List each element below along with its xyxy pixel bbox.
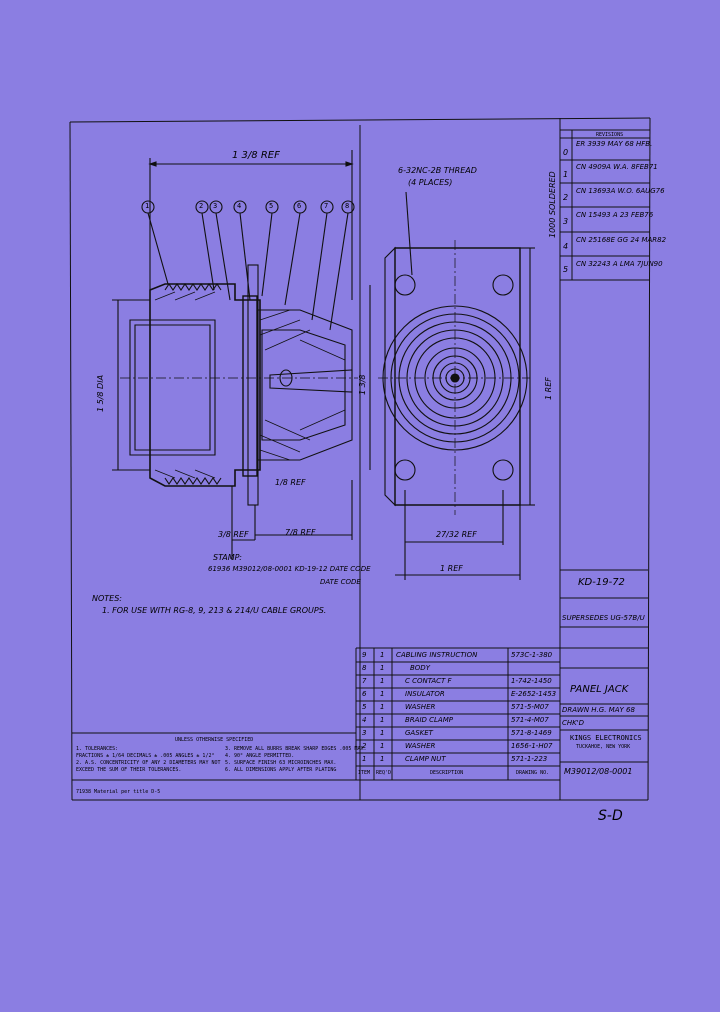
rev-row-5: CN 32243 A LMA 7JUN90 bbox=[576, 260, 663, 268]
rev-row-1: CN 4909A W.A. 8FEB71 bbox=[576, 163, 658, 171]
dim-ref-27-32: 27/32 REF bbox=[436, 530, 477, 539]
bom-item: 3 bbox=[362, 729, 367, 737]
stamp-text: 61936 M39012/08-0001 KD-19-12 DATE CODE bbox=[208, 565, 371, 573]
bom-dwg: 571-8-1469 bbox=[511, 729, 552, 737]
bom-item: 5 bbox=[362, 703, 367, 711]
tolerance-right-3: 5. SURFACE FINISH 63 MICROINCHES MAX. bbox=[225, 760, 337, 766]
bom-desc: CLAMP NUT bbox=[405, 755, 446, 763]
bom-header-desc: DESCRIPTION bbox=[430, 770, 464, 776]
bom-item: 9 bbox=[362, 651, 367, 659]
tolerance-right-1: 3. REMOVE ALL BURRS BREAK SHARP EDGES .0… bbox=[225, 746, 367, 752]
size-code: S-D bbox=[598, 808, 623, 824]
notes-heading: NOTES: bbox=[92, 594, 122, 603]
front-view bbox=[369, 191, 535, 580]
bom-qty: 1 bbox=[380, 664, 385, 672]
bom-dwg: 571-4-M07 bbox=[511, 716, 549, 724]
bom-desc: BRAID CLAMP bbox=[405, 716, 453, 724]
dim-dia-left: 1 5/8 DIA bbox=[96, 374, 105, 412]
rev-sym-3: 3 bbox=[563, 217, 569, 226]
bom-item: 4 bbox=[362, 716, 367, 724]
company-sub: TUCKAHOE, NEW YORK bbox=[576, 744, 631, 750]
bom-item: 7 bbox=[362, 677, 367, 685]
bom-qty: 1 bbox=[380, 755, 385, 763]
tolerance-right-4: 6. ALL DIMENSIONS APPLY AFTER PLATING bbox=[225, 767, 337, 773]
bom-qty: 1 bbox=[380, 677, 385, 685]
rev-row-3: CN 15493 A 23 FEB76 bbox=[576, 211, 654, 219]
rev-sym-4: 4 bbox=[563, 242, 569, 251]
dim-ref-1-8: 1/8 REF bbox=[275, 478, 306, 487]
dim-dia-right: 1 REF bbox=[544, 377, 553, 400]
tolerance-left-3: 2. A.S. CONCENTRICITY OF ANY 2 DIAMETERS… bbox=[76, 760, 221, 766]
callout-1: 1 bbox=[145, 202, 150, 210]
dim-ref-7-8: 7/8 REF bbox=[285, 528, 316, 537]
stamp-date-code: DATE CODE bbox=[320, 578, 361, 586]
bom-qty: 1 bbox=[380, 690, 385, 698]
bom-dwg: 571-1-223 bbox=[511, 755, 548, 763]
bom-desc: BODY bbox=[410, 664, 430, 672]
rev-sym-1: 1 bbox=[563, 170, 569, 179]
bom-desc: C CONTACT F bbox=[405, 677, 452, 685]
revisions-vertical-label: 1000 SOLDERED bbox=[548, 171, 557, 238]
drawing-number: KD-19-72 bbox=[578, 577, 625, 588]
callout-5: 5 bbox=[269, 202, 274, 210]
company-name: KINGS ELECTRONICS bbox=[570, 734, 642, 742]
bom-item: 1 bbox=[362, 755, 367, 763]
bom-qty: 1 bbox=[380, 742, 385, 750]
bom-desc: WASHER bbox=[405, 742, 436, 750]
drawn-by: DRAWN H.G. MAY 68 bbox=[562, 706, 635, 714]
tolerance-left-1: 1. TOLERANCES: bbox=[76, 746, 119, 752]
bom-item: 2 bbox=[362, 742, 367, 750]
dim-ref-bottom: 1 REF bbox=[440, 564, 463, 573]
rev-sym-2: 2 bbox=[563, 193, 569, 202]
thread-places: (4 PLACES) bbox=[408, 178, 453, 187]
bom-qty: 1 bbox=[380, 651, 385, 659]
bom-desc: GASKET bbox=[405, 729, 433, 737]
bom-item: 6 bbox=[362, 690, 367, 698]
drawing-title: PANEL JACK bbox=[570, 684, 629, 695]
bom-header-qty: REQ'D bbox=[376, 770, 392, 776]
checked-by: CHK'D bbox=[562, 719, 585, 727]
revisions-title: REVISIONS bbox=[596, 132, 624, 138]
dim-ref-3-8: 3/8 REF bbox=[218, 530, 249, 539]
tolerance-heading: UNLESS OTHERWISE SPECIFIED bbox=[175, 737, 254, 743]
callout-8: 8 bbox=[345, 202, 350, 210]
bom-dwg: 573C-1-380 bbox=[511, 651, 553, 659]
bom-dwg: 1656-1-H07 bbox=[511, 742, 553, 750]
thread-note: 6-32NC-2B THREAD bbox=[398, 166, 477, 175]
bom-header-dwg: DRAWING NO. bbox=[516, 770, 550, 776]
bom-qty: 1 bbox=[380, 703, 385, 711]
part-number: M39012/08-0001 bbox=[564, 767, 633, 776]
stamp-label: STAMP: bbox=[213, 553, 242, 562]
bom-dwg: E-2652-1453 bbox=[511, 690, 557, 698]
rev-row-0: ER 3939 MAY 68 HFB. bbox=[576, 140, 653, 148]
callout-7: 7 bbox=[324, 202, 329, 210]
tolerance-right-2: 4. 90° ANGLE PERMITTED. bbox=[225, 753, 295, 759]
callout-2: 2 bbox=[199, 202, 204, 210]
callout-4: 4 bbox=[237, 202, 242, 210]
bom-desc: WASHER bbox=[405, 703, 436, 711]
rev-row-4: CN 25168E GG 24 MAR82 bbox=[576, 236, 667, 244]
side-view bbox=[112, 150, 358, 560]
bom-desc: CABLING INSTRUCTION bbox=[396, 651, 478, 659]
bom-header-item: ITEM bbox=[358, 770, 371, 776]
tolerance-left-2: FRACTIONS ± 1/64 DECIMALS ± .005 ANGLES … bbox=[76, 753, 215, 759]
bom-dwg: 571-5-M07 bbox=[511, 703, 549, 711]
dim-overall-ref: 1 3/8 REF bbox=[232, 150, 280, 161]
bom-item: 8 bbox=[362, 664, 367, 672]
tolerance-left-4: EXCEED THE SUM OF THEIR TOLERANCES. bbox=[76, 767, 182, 773]
rev-sym-5: 5 bbox=[563, 265, 569, 274]
bom-qty: 1 bbox=[380, 716, 385, 724]
bom-dwg: 1-742-1450 bbox=[511, 677, 552, 685]
bom-desc: INSULATOR bbox=[405, 690, 445, 698]
supersedes: SUPERSEDES UG-57B/U bbox=[562, 614, 645, 622]
rev-row-2: CN 13693A W.O. 6AUG76 bbox=[576, 187, 665, 195]
note-1: 1. FOR USE WITH RG-8, 9, 213 & 214/U CAB… bbox=[102, 606, 327, 615]
bom-qty: 1 bbox=[380, 729, 385, 737]
callout-3: 3 bbox=[213, 202, 218, 210]
callout-6: 6 bbox=[297, 202, 302, 210]
rev-sym-0: 0 bbox=[563, 148, 569, 157]
dim-square: 1 3/8 bbox=[358, 374, 367, 395]
tolerance-footer: 71938 Material per title D-5 bbox=[76, 789, 161, 795]
